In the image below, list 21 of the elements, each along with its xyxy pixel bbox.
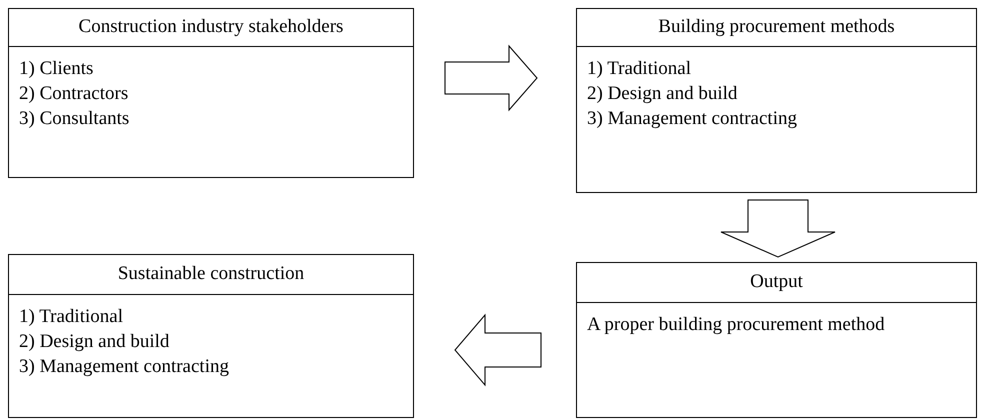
- list-item: 1) Traditional: [587, 57, 692, 81]
- list-item: 3) Management contracting: [587, 107, 798, 131]
- block-arrow: [720, 200, 836, 258]
- box-heading: Sustainable construction: [118, 262, 304, 286]
- list-item: 1) Traditional: [19, 305, 124, 329]
- process-box: [8, 254, 414, 418]
- list-item: 2) Design and build: [19, 330, 170, 354]
- body-text: A proper building procurement method: [587, 313, 886, 337]
- list-item: 2) Contractors: [19, 82, 130, 106]
- list-item: 3) Management contracting: [19, 355, 230, 379]
- process-box: [576, 8, 977, 193]
- block-arrow: [454, 314, 542, 386]
- box-heading: Construction industry stakeholders: [78, 15, 344, 40]
- box-heading: Building procurement methods: [658, 15, 895, 40]
- process-box: [8, 8, 414, 178]
- block-arrow: [444, 44, 538, 112]
- box-heading: Output: [750, 270, 803, 294]
- process-box: [576, 262, 977, 418]
- list-item: 2) Design and build: [587, 82, 738, 106]
- list-item: 3) Consultants: [19, 107, 130, 131]
- list-item: 1) Clients: [19, 57, 94, 81]
